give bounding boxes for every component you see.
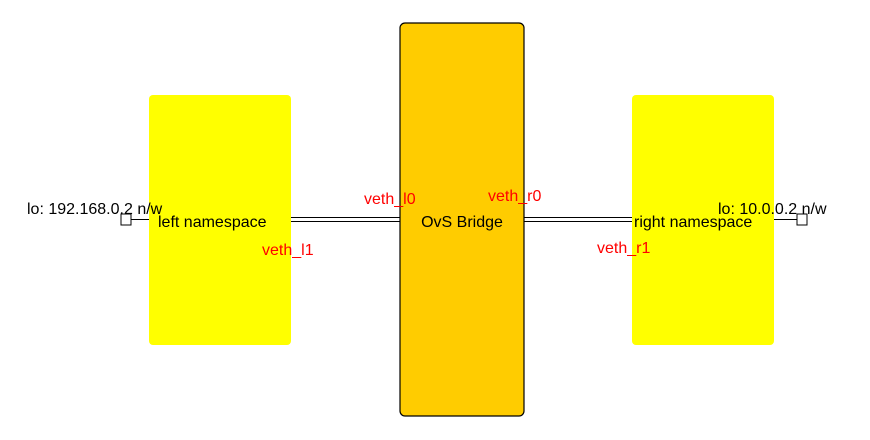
right-lo-label: lo: 10.0.0.2 n/w <box>718 201 827 218</box>
left-namespace-label: left namespace <box>158 214 267 231</box>
veth-r1-label: veth_r1 <box>597 240 650 257</box>
links <box>131 217 797 222</box>
bridge-label: OvS Bridge <box>421 214 503 231</box>
right-namespace-box <box>632 95 774 345</box>
ovs-bridge-box <box>399 22 525 417</box>
left-namespace-box <box>149 95 291 345</box>
veth-l1-label: veth_l1 <box>262 242 314 259</box>
right-namespace-label: right namespace <box>634 214 752 231</box>
right-lo-port <box>796 213 808 226</box>
veth-l0-label: veth_l0 <box>364 191 416 208</box>
left-lo-label: lo: 192.168.0.2 n/w <box>27 201 163 218</box>
left-lo-port <box>120 213 132 226</box>
veth-r0-label: veth_r0 <box>488 188 541 205</box>
